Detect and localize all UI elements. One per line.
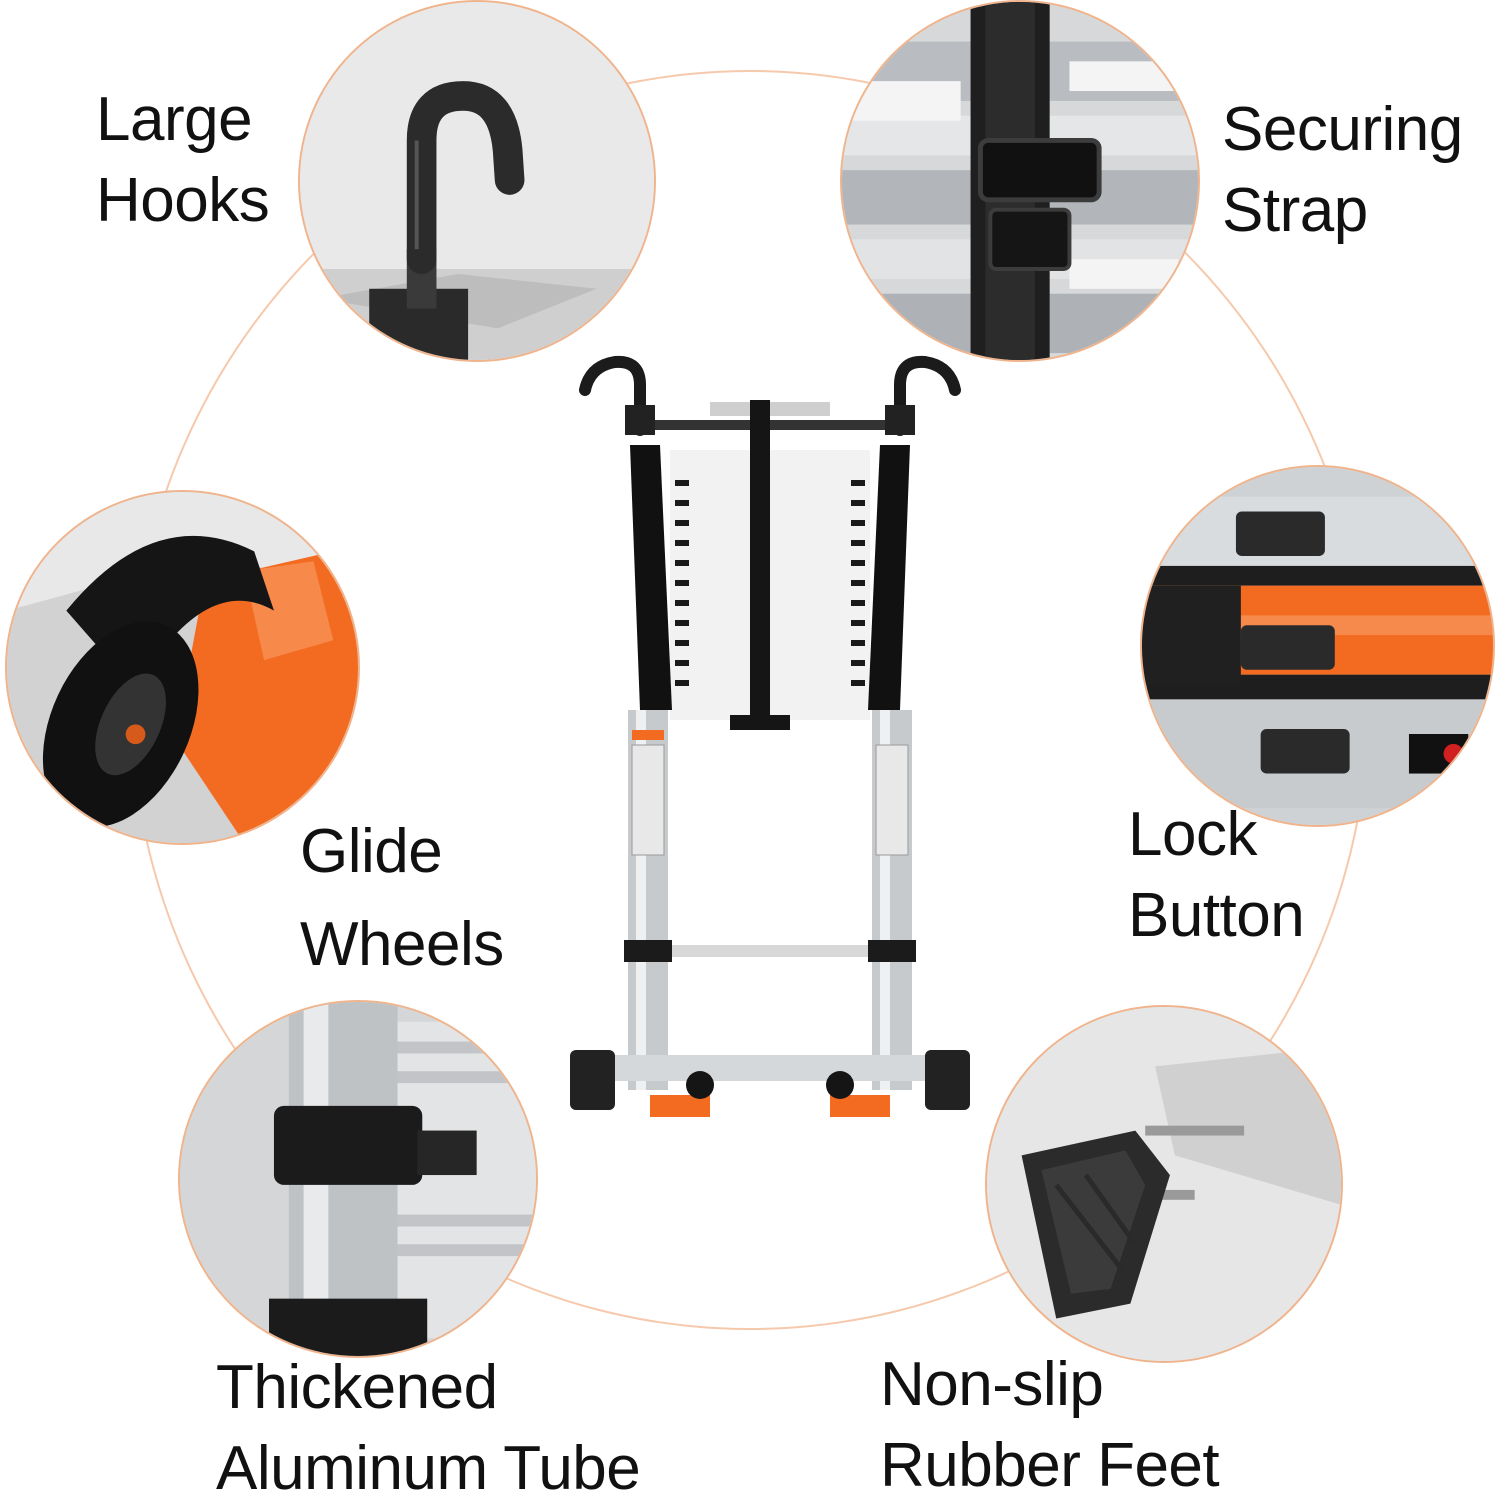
- ladder-illustration: [570, 355, 970, 1117]
- label-large-hooks: Large Hooks: [96, 80, 270, 241]
- label-lock-button: Lock Button: [1128, 795, 1305, 956]
- tube-detail-image: [178, 1000, 538, 1358]
- label-large-hooks-line1: Large: [96, 85, 253, 154]
- tube-illustration: [180, 1002, 536, 1356]
- lock-illustration: [1142, 467, 1493, 825]
- label-securing-strap-line1: Securing: [1222, 95, 1463, 164]
- feet-illustration: [987, 1007, 1341, 1361]
- strap-detail-image: [840, 0, 1200, 362]
- label-thickened-tube-line1: Thickened: [216, 1353, 498, 1422]
- label-glide-wheels-line1: Glide: [300, 817, 443, 886]
- label-securing-strap: Securing Strap: [1222, 90, 1463, 251]
- label-glide-wheels: Glide Wheels: [300, 805, 504, 991]
- label-rubber-feet: Non-slip Rubber Feet: [880, 1345, 1220, 1506]
- wheel-illustration: [7, 492, 358, 843]
- feet-detail-image: [985, 1005, 1343, 1363]
- hook-illustration: [300, 2, 654, 360]
- label-securing-strap-line2: Strap: [1222, 175, 1368, 245]
- label-thickened-tube: Thickened Aluminum Tube: [216, 1348, 641, 1509]
- label-rubber-feet-line2: Rubber Feet: [880, 1430, 1220, 1500]
- hook-detail-image: [298, 0, 656, 362]
- telescopic-ladder-image: [560, 350, 980, 1130]
- label-large-hooks-line2: Hooks: [96, 165, 270, 235]
- wheel-detail-image: [5, 490, 360, 845]
- strap-illustration: [842, 2, 1198, 360]
- label-glide-wheels-line2: Wheels: [300, 910, 504, 979]
- label-lock-button-line1: Lock: [1128, 800, 1257, 869]
- label-thickened-tube-line2: Aluminum Tube: [216, 1433, 641, 1503]
- label-lock-button-line2: Button: [1128, 880, 1305, 950]
- label-rubber-feet-line1: Non-slip: [880, 1350, 1104, 1419]
- lock-detail-image: [1140, 465, 1495, 827]
